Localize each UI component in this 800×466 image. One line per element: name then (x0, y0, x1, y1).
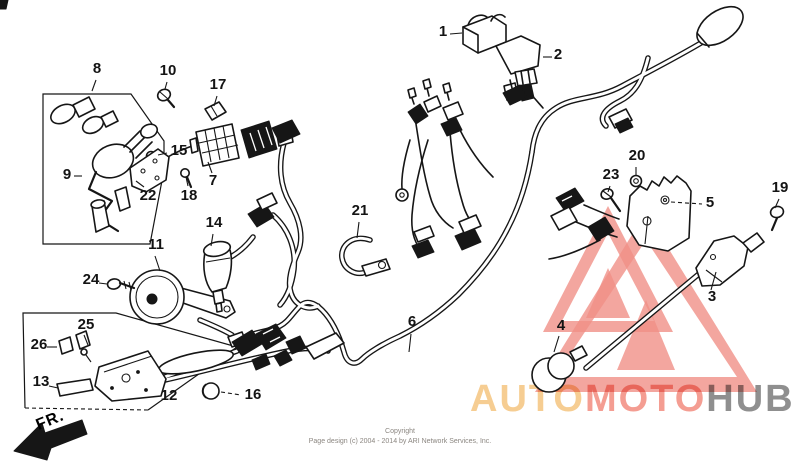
part-3-plug-cap (695, 232, 765, 287)
callout-15: 15 (170, 142, 188, 159)
callout-17: 17 (209, 76, 227, 93)
callout-3: 3 (707, 288, 717, 305)
callout-leader-lines (47, 32, 780, 396)
watermark-segment-moto: MOTO (584, 378, 707, 420)
callout-16: 16 (244, 386, 262, 403)
callout-24: 24 (82, 271, 100, 288)
part-16-grommet (201, 382, 220, 400)
callout-26: 26 (30, 336, 48, 353)
part-10-screw (156, 88, 176, 109)
page-corner-mark (0, 0, 9, 10)
callout-6: 6 (407, 313, 417, 330)
part-18-screw (180, 168, 193, 189)
part-5-regulator (550, 175, 692, 252)
callout-4: 4 (556, 317, 566, 334)
callout-13: 13 (32, 373, 50, 390)
watermark-segment-hub: HUB (706, 378, 795, 420)
callout-1: 1 (438, 23, 448, 40)
callout-11: 11 (148, 236, 164, 253)
callout-7: 7 (208, 172, 218, 189)
callout-18: 18 (180, 187, 198, 204)
part-8-bulb-sockets (50, 96, 159, 233)
callout-22: 22 (139, 187, 157, 204)
main-wire-harness (159, 40, 706, 380)
callout-2: 2 (553, 46, 563, 63)
headlight-connector (696, 5, 744, 48)
part-23-screw (600, 188, 622, 213)
watermark-segment-auto: AUTO (470, 378, 585, 420)
callout-14: 14 (205, 214, 223, 231)
branch-wires (165, 83, 620, 260)
part-4-bulb (531, 345, 588, 393)
callout-12: 12 (160, 387, 178, 404)
part-14-ignition-switch (202, 192, 278, 313)
switch-couplers (231, 323, 345, 371)
fr-direction-arrow (13, 419, 88, 461)
part-20-nut (629, 174, 643, 188)
watermark-wordmark: AUTOMOTOHUB (470, 380, 795, 418)
copyright-notice: Copyright Page design (c) 2004 - 2014 by… (0, 427, 800, 447)
part-17-clip (204, 101, 227, 121)
copyright-line-2: Page design (c) 2004 - 2014 by ARI Netwo… (308, 437, 492, 445)
part-12-switch-assembly (56, 330, 247, 402)
callout-20: 20 (628, 147, 646, 164)
part-7-connector-block (189, 123, 240, 167)
part-21-clamp (361, 258, 391, 277)
callout-9: 9 (62, 166, 72, 183)
callout-5: 5 (705, 194, 715, 211)
branch-connector (608, 108, 634, 134)
part-22-bracket (129, 148, 170, 193)
part-19-screw (769, 205, 785, 232)
part-24-bolt (106, 278, 136, 291)
callout-21: 21 (351, 202, 369, 219)
harness-couplers (271, 78, 528, 259)
callout-25: 25 (77, 316, 95, 333)
copyright-line-1: Copyright (385, 428, 415, 435)
callout-10: 10 (159, 62, 177, 79)
callout-8: 8 (92, 60, 102, 77)
callout-23: 23 (602, 166, 620, 183)
callout-19: 19 (771, 179, 789, 196)
